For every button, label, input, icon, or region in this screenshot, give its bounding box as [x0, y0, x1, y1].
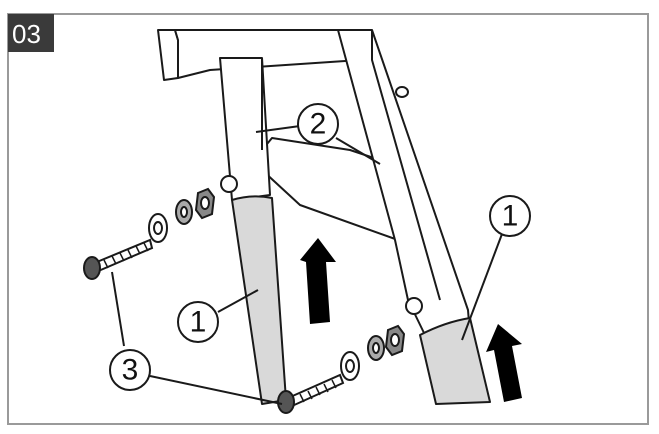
right-tube-hole	[405, 297, 423, 315]
washer-icon	[148, 213, 168, 243]
svg-text:1: 1	[502, 200, 519, 233]
leader-lines	[111, 125, 503, 405]
nut-icon	[194, 187, 216, 220]
strut-hole	[395, 86, 409, 98]
nut-icon	[384, 324, 406, 357]
step-badge-background	[8, 14, 54, 52]
leader-upper-bolt	[111, 271, 125, 347]
right-tube	[405, 297, 491, 405]
upper-hardware	[83, 187, 216, 280]
lower-hardware	[277, 324, 406, 414]
callout-frame: 2	[297, 103, 339, 145]
leader-frame	[255, 125, 301, 133]
callout-left-tube: 1	[177, 301, 219, 343]
left-upright	[219, 57, 271, 201]
left-tube	[231, 195, 287, 405]
diagram-border	[7, 13, 649, 425]
bolt-icon	[83, 238, 154, 280]
left-up-arrow-icon	[300, 238, 336, 324]
svg-text:2: 2	[310, 108, 327, 141]
leader-lower-bolt	[149, 375, 283, 405]
callout-bolts: 3	[109, 349, 151, 391]
leader-strut	[335, 137, 381, 165]
right-up-arrow-icon	[486, 324, 522, 402]
step-number: 03	[12, 19, 41, 49]
svg-text:1: 1	[190, 306, 207, 339]
bolt-icon	[277, 373, 345, 414]
leader-right-tube	[461, 233, 503, 341]
leader-left-tube	[217, 289, 259, 313]
left-upright-hole	[220, 175, 238, 193]
lock-washer-icon	[367, 335, 385, 361]
lock-washer-icon	[175, 199, 193, 225]
strut-inner-line	[371, 30, 441, 301]
step-badge: 03	[8, 14, 54, 52]
svg-text:3: 3	[122, 354, 139, 387]
callout-right-tube: 1	[489, 195, 531, 237]
washer-icon	[340, 351, 360, 381]
